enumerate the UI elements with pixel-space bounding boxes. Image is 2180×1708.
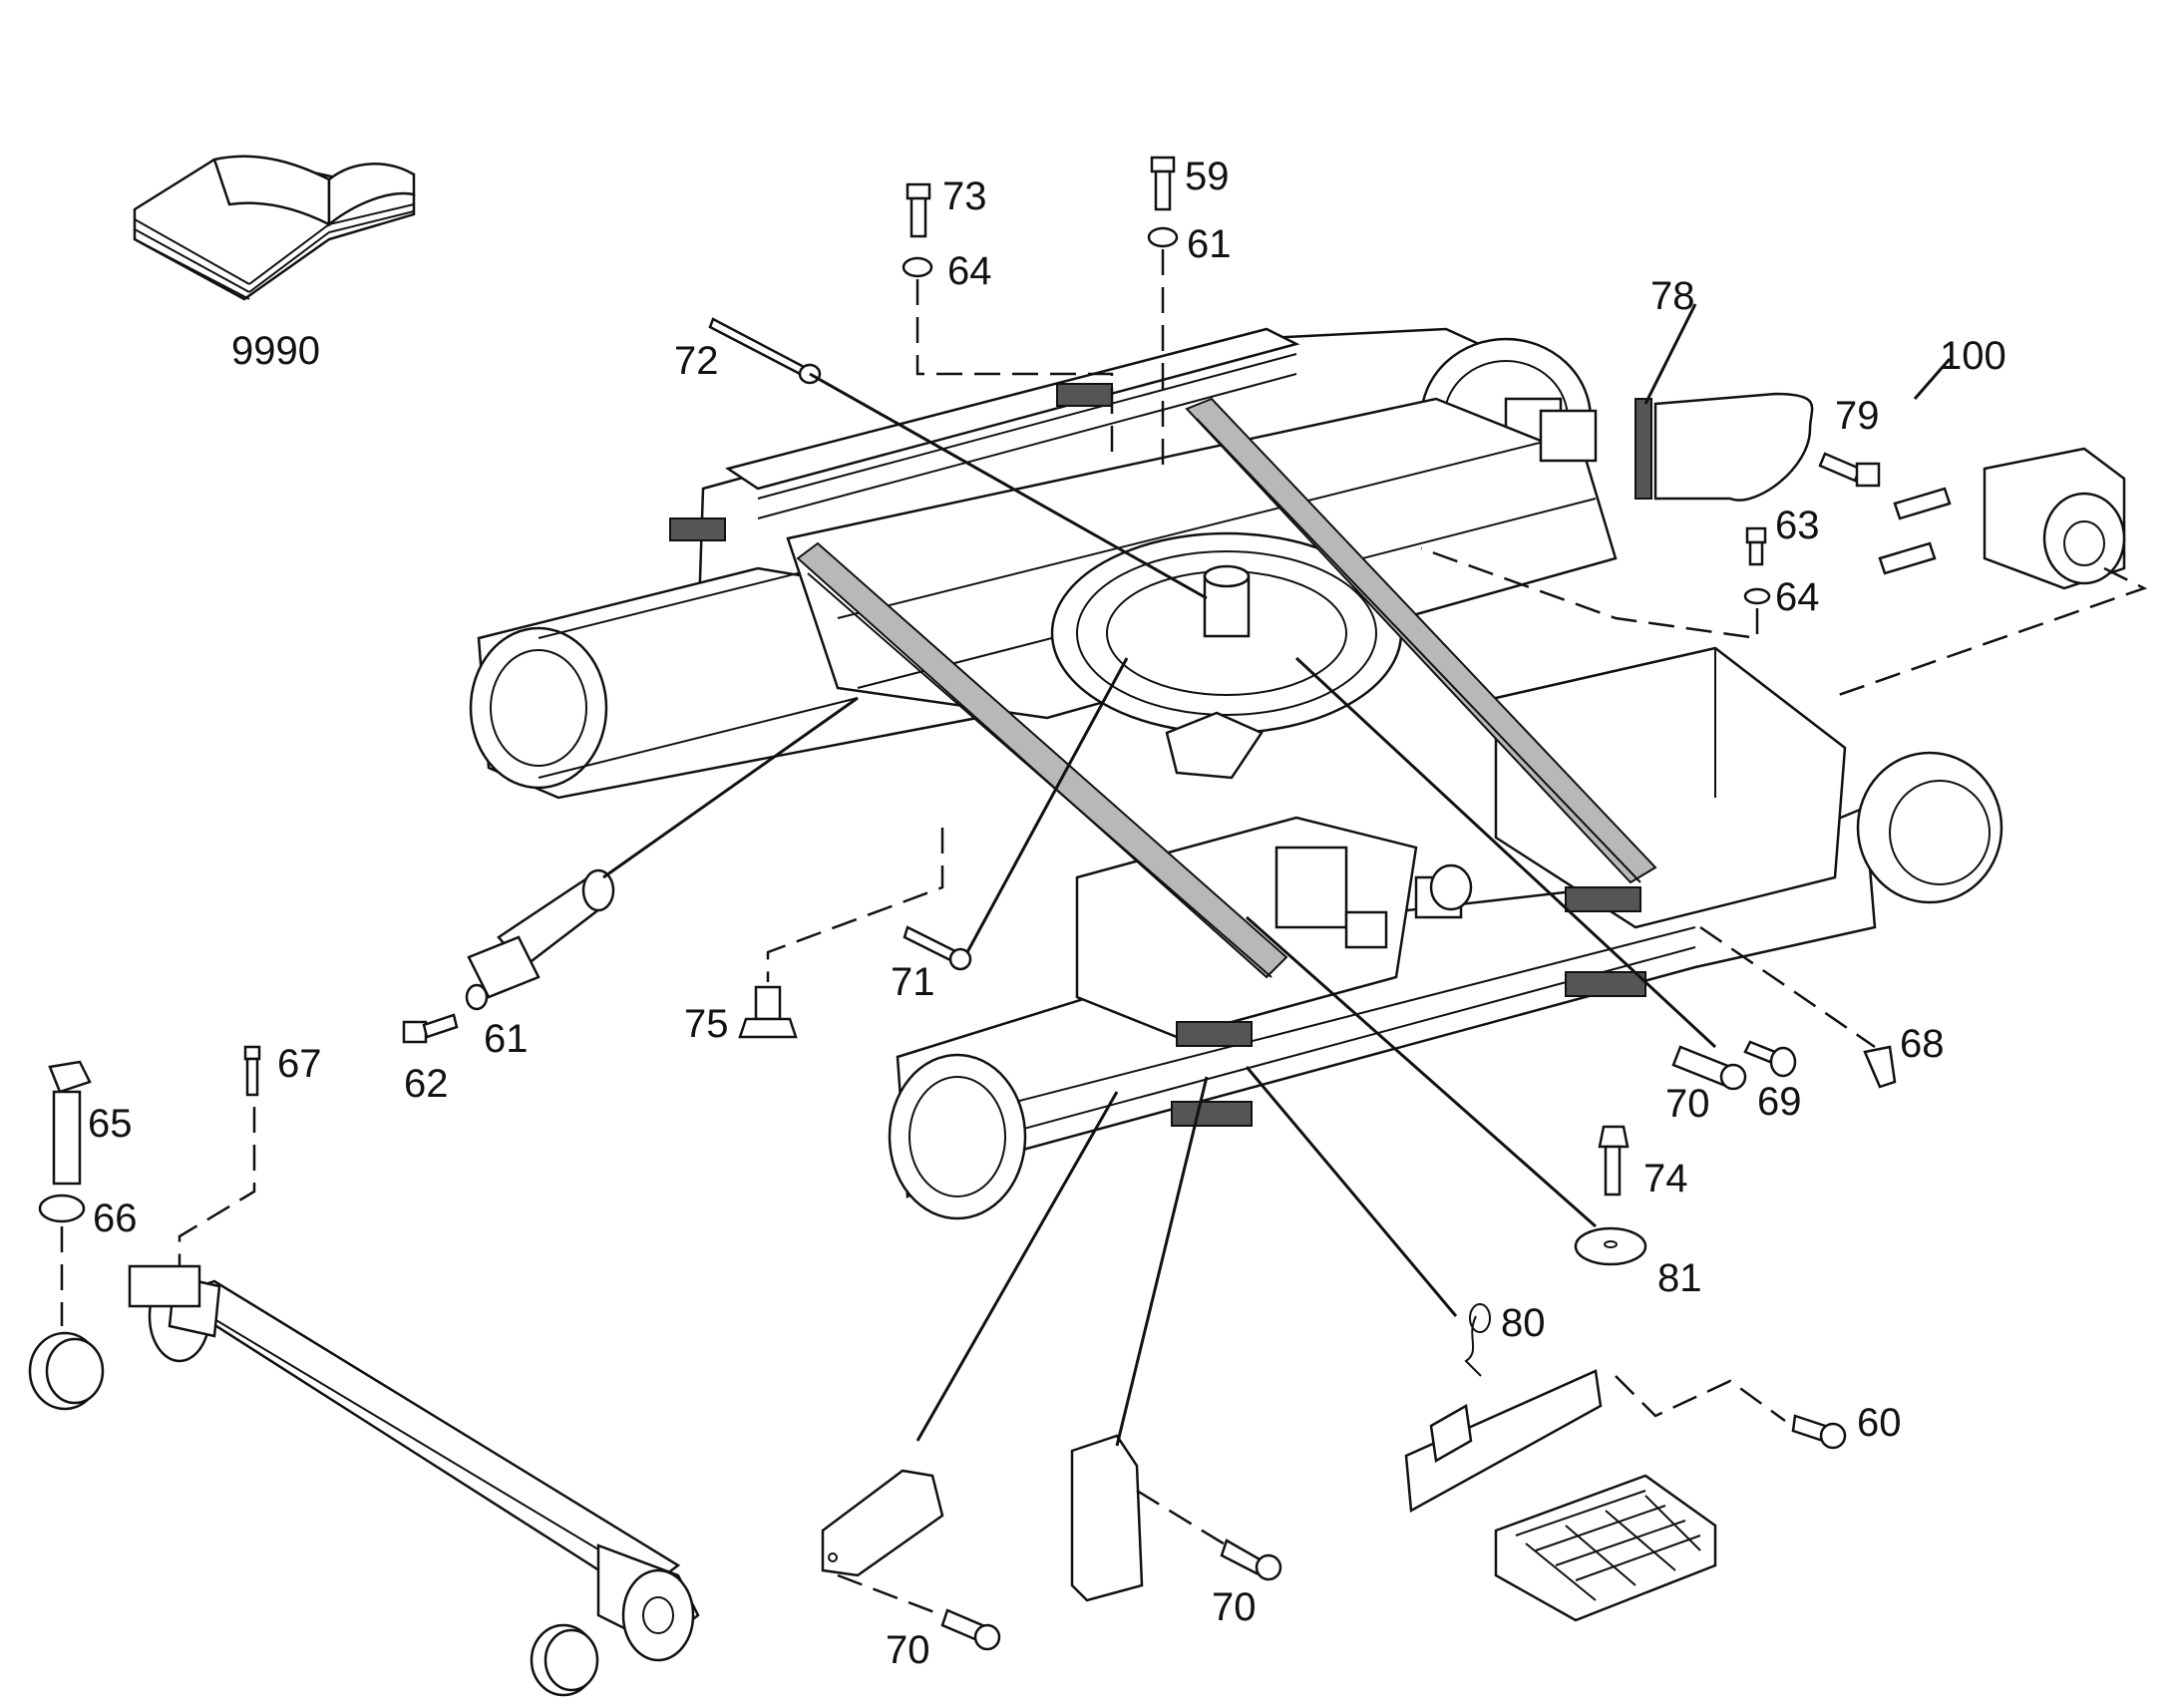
washer-61b-icon — [465, 983, 489, 1011]
leader-lines — [60, 249, 2148, 1617]
callout-69: 69 — [1757, 1080, 1802, 1124]
callout-70a: 70 — [1665, 1082, 1710, 1126]
bolt-70a-icon — [1671, 1045, 1747, 1091]
washer-64a-icon — [902, 256, 933, 278]
manual-book-icon — [133, 155, 416, 301]
callout-80: 80 — [1501, 1301, 1546, 1345]
bolt-67-icon — [243, 1045, 261, 1097]
washer-64b-icon — [1743, 587, 1771, 605]
bolt-68-icon — [1863, 1045, 1897, 1089]
bolt-65-icon — [48, 1060, 92, 1186]
step-plate-icon — [1404, 1369, 1603, 1514]
bolt-59-icon — [1150, 156, 1176, 211]
washer-61a-icon — [1147, 226, 1179, 248]
pin-sleeve-icon — [467, 868, 615, 999]
callout-67: 67 — [277, 1042, 322, 1086]
plug-75-icon — [738, 985, 798, 1039]
callout-61a: 61 — [1187, 222, 1232, 266]
callout-78: 78 — [1650, 274, 1695, 318]
bolt-63-icon — [1745, 526, 1767, 566]
callout-74: 74 — [1643, 1157, 1688, 1200]
callout-64b: 64 — [1775, 575, 1820, 619]
callout-79: 79 — [1835, 394, 1880, 438]
callout-60: 60 — [1857, 1401, 1902, 1445]
callout-59: 59 — [1185, 155, 1230, 198]
bolt-71-icon — [903, 925, 972, 971]
callout-labels: 9990 73 64 59 61 72 78 100 79 63 64 61 6… — [88, 155, 2006, 1672]
callout-66: 66 — [93, 1196, 138, 1240]
callout-81: 81 — [1657, 1256, 1702, 1300]
callout-73: 73 — [942, 174, 987, 218]
bolt-79-icon — [1818, 452, 1881, 488]
pin-80-icon — [1464, 1303, 1491, 1377]
callout-75: 75 — [684, 1002, 729, 1046]
callout-63: 63 — [1775, 504, 1820, 547]
bolt-69-icon — [1743, 1040, 1797, 1078]
cover-plate-left-icon — [821, 1469, 944, 1577]
bolt-74-icon — [1598, 1125, 1630, 1196]
hydraulic-motor-100-icon — [1878, 447, 2126, 590]
washer-66-icon — [38, 1194, 86, 1223]
cover-plate-78-icon — [1635, 392, 1814, 502]
long-bolt-72-icon — [708, 317, 822, 385]
crawler-chassis — [469, 327, 2003, 1220]
callout-9990: 9990 — [231, 329, 320, 373]
bolt-73-icon — [906, 182, 931, 238]
callout-70b: 70 — [886, 1628, 930, 1672]
callout-65: 65 — [88, 1102, 133, 1146]
callout-62: 62 — [404, 1062, 449, 1106]
washer-81-icon — [1574, 1226, 1647, 1266]
callout-71: 71 — [891, 960, 935, 1004]
grate-step-icon — [1494, 1474, 1717, 1622]
cover-plate-mid-icon — [1070, 1434, 1144, 1602]
callout-70c: 70 — [1212, 1585, 1257, 1629]
callout-100: 100 — [1940, 334, 2006, 378]
callout-61b: 61 — [484, 1017, 529, 1061]
cylinder-bushing-right — [530, 1623, 599, 1697]
callout-72: 72 — [674, 339, 719, 383]
callout-64a: 64 — [947, 249, 992, 293]
bolt-60-icon — [1791, 1414, 1847, 1450]
bolt-70c-icon — [1220, 1538, 1282, 1581]
callout-68: 68 — [1900, 1022, 1945, 1066]
bolt-70b-icon — [940, 1608, 1001, 1651]
bolt-62-icon — [402, 1013, 459, 1044]
hydraulic-cylinder — [128, 1264, 700, 1662]
cylinder-bushing-left — [28, 1331, 105, 1411]
